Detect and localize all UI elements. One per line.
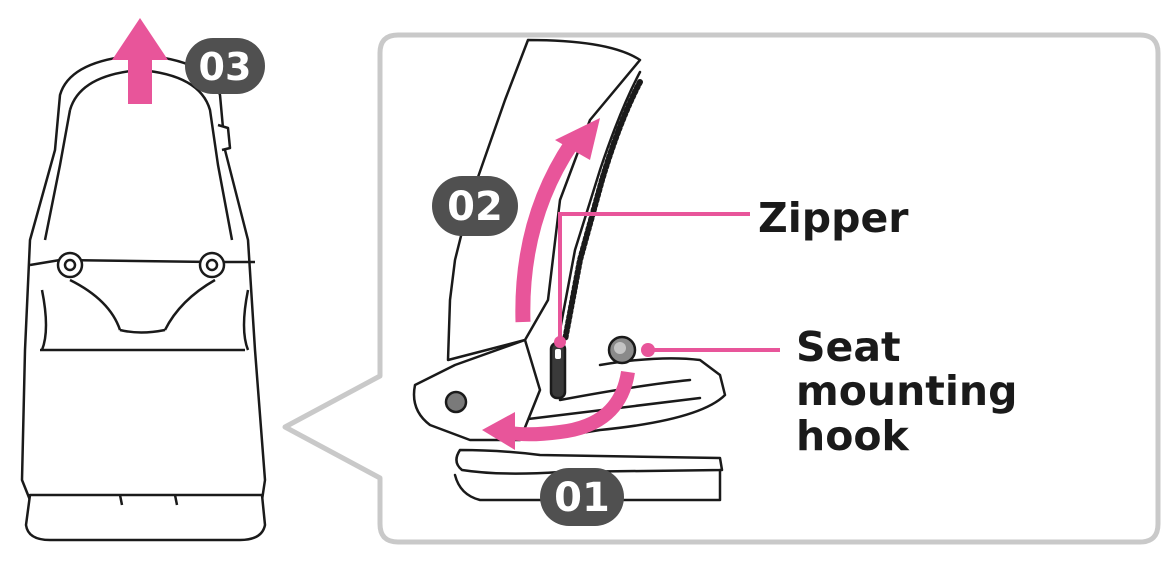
zipper-label: Zipper xyxy=(758,194,909,242)
seat-backrest-outline xyxy=(20,53,267,502)
headrest-side-tab xyxy=(217,123,232,152)
seat-cushion-contour xyxy=(69,278,216,334)
seat-inner-contour-left xyxy=(43,109,72,241)
step-02-arrow xyxy=(515,118,600,323)
zipper-leader xyxy=(554,212,750,348)
seat-mounting-hook-label-line2: hook xyxy=(796,411,909,460)
step-badge-01: 01 xyxy=(540,468,624,526)
base-rail-lower xyxy=(453,468,722,502)
step-03-number: 03 xyxy=(199,45,252,89)
step-01-number: 01 xyxy=(554,475,610,521)
seat-mounting-hook-label-line1: Seat mounting xyxy=(796,323,1018,416)
harness-button-right-inner xyxy=(205,258,219,272)
seat-mounting-hook-label: Seat mounting hook xyxy=(796,325,1126,458)
step-03-arrow xyxy=(112,18,168,104)
step-02-number: 02 xyxy=(447,184,503,230)
harness-button-left-inner xyxy=(63,258,77,272)
seat-front-view xyxy=(20,53,267,542)
step-01-arrow xyxy=(482,370,635,450)
seat-mounting-hook-icon xyxy=(607,335,637,365)
base-rail xyxy=(455,448,724,475)
backrest-side-panel xyxy=(446,38,642,362)
step-badge-03: 03 xyxy=(185,38,265,94)
step-badge-02: 02 xyxy=(432,176,518,236)
zipper-teeth xyxy=(562,79,643,343)
harness-strap xyxy=(29,258,255,267)
mounting-plate xyxy=(412,338,542,442)
seat-base xyxy=(24,493,267,542)
plate-hook xyxy=(444,390,468,414)
fabric-edge xyxy=(550,70,642,392)
seat-front-lip xyxy=(40,289,250,351)
seat-base-notches xyxy=(118,494,179,506)
zipper-pull-icon xyxy=(549,341,567,400)
hook-leader xyxy=(641,343,780,357)
